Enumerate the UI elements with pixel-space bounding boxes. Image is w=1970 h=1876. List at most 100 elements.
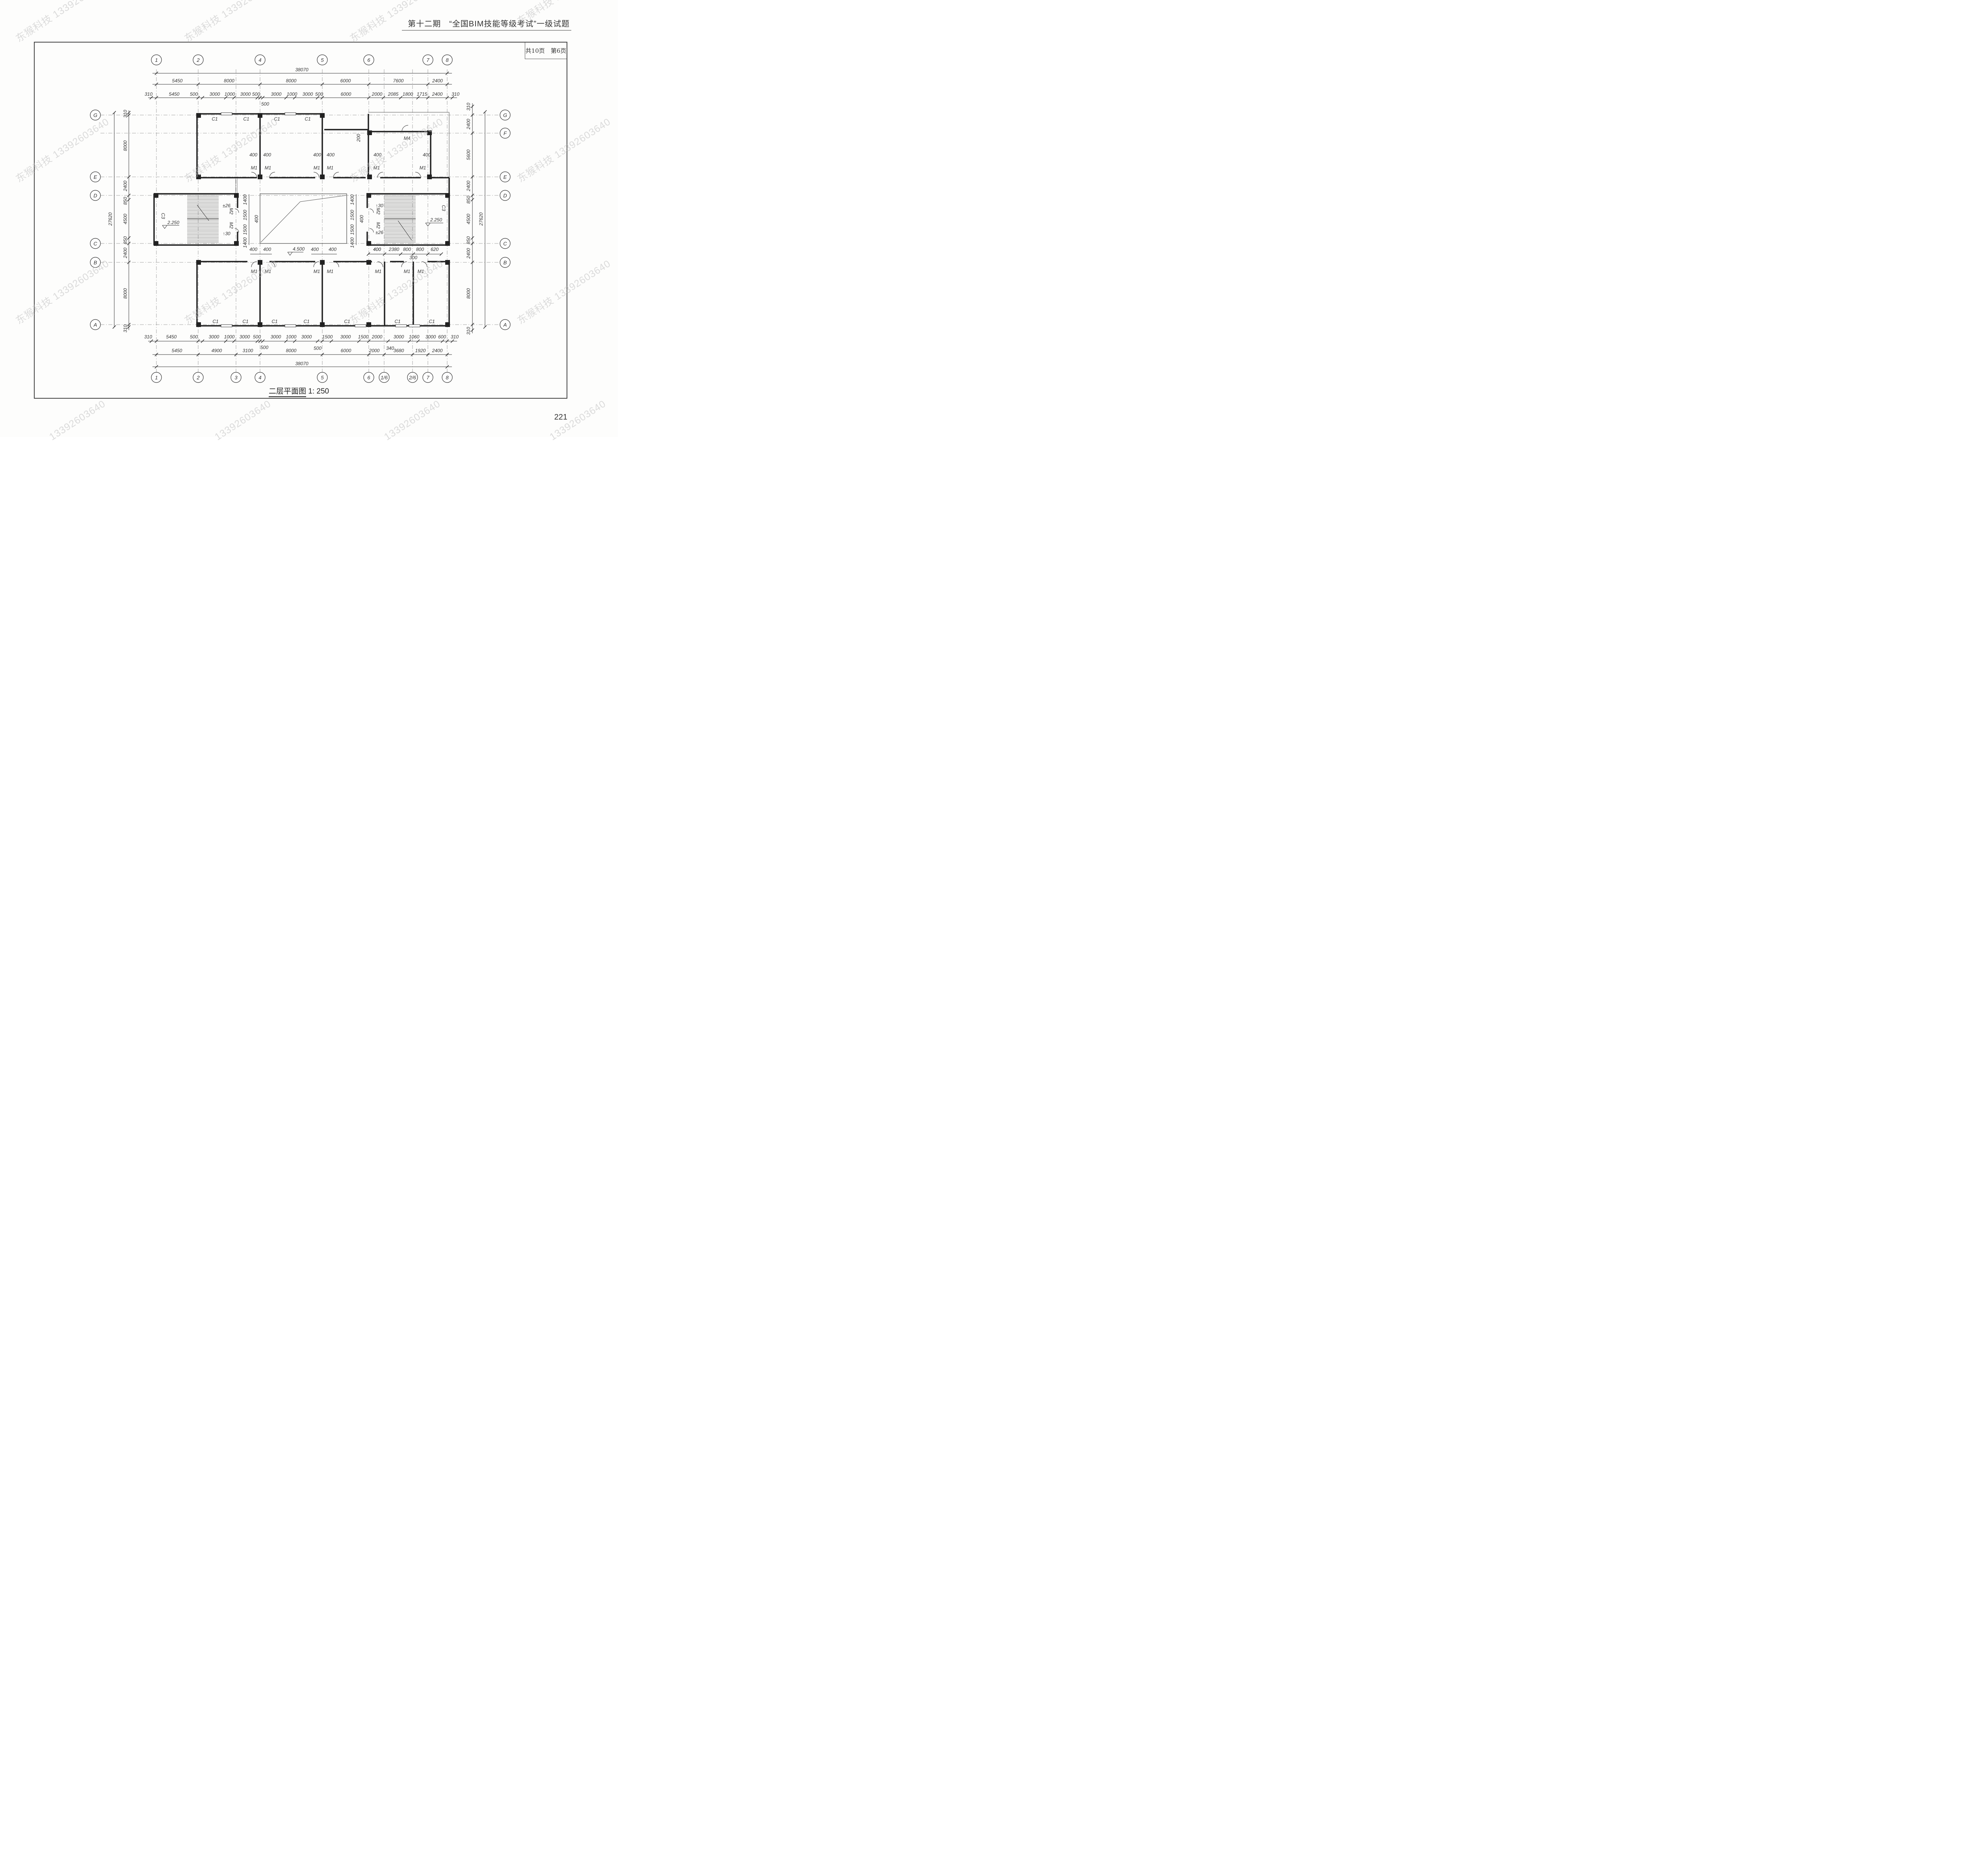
dim-tick: [127, 113, 131, 117]
door-tag: M1: [265, 269, 271, 274]
dim-bottom-row1: 500: [190, 334, 198, 340]
column: [320, 175, 325, 179]
dim-top-row2: 500: [315, 91, 323, 97]
door-swing: [313, 172, 320, 178]
dim-tick: [445, 339, 449, 343]
dim-tick: [234, 353, 238, 357]
dim-right: 2400: [466, 180, 471, 191]
column: [196, 113, 201, 118]
dim-left: 310: [123, 110, 128, 118]
corridor-dim: 800: [403, 247, 411, 252]
dim-tick: [293, 339, 297, 343]
door-tag: M1: [404, 269, 411, 274]
door-swing: [401, 261, 407, 267]
column: [427, 130, 432, 135]
window: [284, 324, 296, 327]
dim-left: 850: [123, 236, 128, 244]
dim-tick: [255, 339, 259, 343]
dim-tick: [367, 353, 371, 357]
column: [320, 113, 325, 118]
door-swing: [251, 261, 257, 267]
dim-tick: [320, 82, 324, 86]
dim-tick: [445, 353, 449, 357]
dim-tick: [470, 328, 474, 332]
dim-tick: [154, 353, 158, 357]
dim-bottom-row1: 3000: [209, 334, 219, 340]
axis-left-C-bubble: [90, 238, 101, 249]
axis-top-4-label: 4: [258, 57, 261, 63]
dim-top-row2: 3000: [210, 91, 220, 97]
dim-bottom-row1: 2000: [372, 334, 383, 340]
column: [196, 260, 201, 265]
window: [395, 324, 407, 327]
column: [366, 193, 371, 198]
dim-tick: [426, 353, 430, 357]
dim-tick: [112, 111, 116, 115]
window-tag: C1: [212, 319, 218, 324]
dim-tick: [232, 339, 236, 343]
door-swing: [251, 172, 257, 178]
door-tag: M1: [314, 165, 320, 171]
window-tag: C3: [160, 213, 166, 219]
axis-right-C-bubble: [500, 238, 511, 249]
dim-tick: [426, 82, 430, 86]
window-tag: C1: [212, 116, 217, 122]
door-swing: [234, 208, 239, 213]
dim-top-row1: 7600: [393, 78, 404, 84]
dim-left-total: 27620: [108, 212, 113, 226]
dim-tick: [445, 365, 449, 369]
axis-bottom-3-label: 3: [234, 375, 238, 381]
dim-tick: [320, 96, 324, 100]
door-tag: M1: [327, 165, 334, 171]
dim-tick: [258, 96, 262, 100]
dim-tick: [470, 104, 474, 108]
axis-bottom-3-bubble: [230, 372, 242, 383]
column: [154, 241, 158, 246]
dim-tick: [386, 339, 390, 343]
column: [154, 193, 158, 198]
dim-top-row1: 2400: [432, 78, 443, 84]
axis-top-6-label: 6: [367, 57, 370, 63]
dim-bottom-row1: 1060: [409, 334, 420, 340]
dim-bottom-total: 38070: [295, 361, 309, 366]
axis-left-D-label: D: [93, 193, 97, 199]
wall-dim: 400: [313, 152, 321, 158]
dim-tick: [470, 131, 474, 135]
axis-left-G-label: G: [93, 112, 97, 118]
sheet-label: 共10页 第6页: [525, 43, 567, 59]
wall-dim: 400: [423, 152, 431, 158]
drawing-title-text: 二层平面图: [269, 387, 307, 397]
axis-bottom-1-bubble: [151, 372, 162, 383]
door-tag: M2: [229, 222, 234, 229]
drawing-frame: [34, 42, 567, 399]
dim-left: 8000: [123, 288, 128, 299]
dim-top-row2: 1000: [287, 91, 297, 97]
stair-dim: 1400: [349, 237, 355, 248]
axis-bottom-5-bubble: [317, 372, 328, 383]
axis-left-A-label: A: [93, 322, 97, 328]
header-rule: [402, 30, 571, 31]
corridor-dim: 300: [409, 255, 417, 260]
stair-dim: 1500: [349, 224, 355, 235]
door-tag: M1: [374, 165, 380, 171]
door-tag: M1: [251, 165, 258, 171]
header-title: 第十二期 “全国BIM技能等级考试”一级试题: [408, 20, 570, 28]
dim-bottom-row1: 3000: [271, 334, 281, 340]
dim-bottom-row1: 3000: [426, 334, 436, 340]
dim-bottom-row1: 3000: [394, 334, 404, 340]
dim-tick: [439, 252, 443, 256]
dim-tick: [470, 323, 474, 327]
dim-tick: [416, 339, 420, 343]
window: [355, 324, 366, 327]
wall-dim: 400: [374, 152, 381, 158]
axis-left-E-bubble: [90, 171, 101, 182]
dim-tick: [196, 339, 200, 343]
dim-tick: [127, 260, 131, 264]
column: [445, 322, 450, 327]
dim-bottom-row1: 310: [144, 334, 152, 340]
dim-top-row2: 310: [145, 91, 152, 97]
dim-top-row2: 3000: [240, 91, 251, 97]
axis-top-5-label: 5: [321, 57, 324, 63]
dim-top-row1: 8000: [224, 78, 234, 84]
axis-top-2-bubble: [193, 54, 204, 65]
